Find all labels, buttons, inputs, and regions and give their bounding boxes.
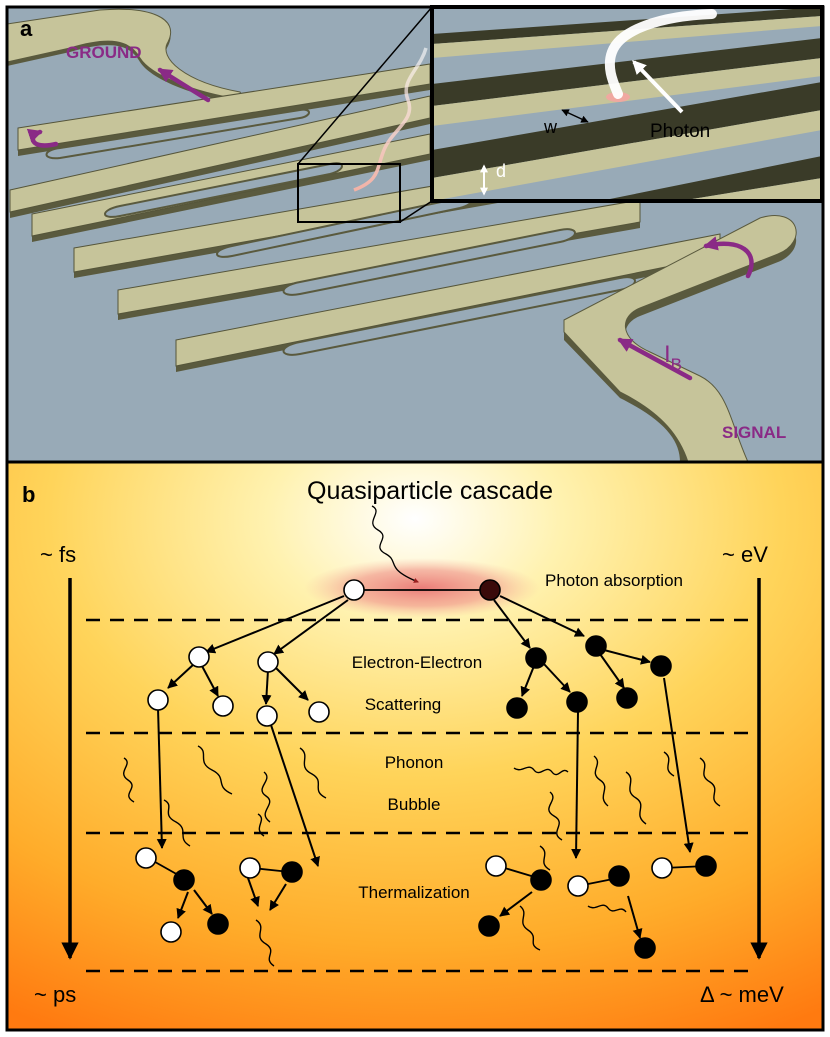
electron xyxy=(650,655,672,677)
electron xyxy=(478,915,500,937)
signal-label: SIGNAL xyxy=(722,423,786,442)
photon-pointer-arrow xyxy=(632,59,684,114)
primary-electron xyxy=(479,579,501,601)
electron xyxy=(616,687,638,709)
stage-ee-label-1: Electron-Electron xyxy=(352,653,482,672)
panel-b-title: Quasiparticle cascade xyxy=(307,477,553,505)
inset-zoom xyxy=(432,7,822,201)
incoming-photon xyxy=(371,505,419,583)
hole xyxy=(135,847,157,869)
projection-line-bottom xyxy=(399,200,433,223)
hole xyxy=(160,921,182,943)
hole xyxy=(188,646,210,668)
phonon-squiggles xyxy=(123,745,721,967)
stage-boundaries xyxy=(86,618,752,973)
time-bottom-label: ~ ps xyxy=(34,982,76,1007)
bias-current-symbol: I xyxy=(664,341,671,368)
nanowire-meander xyxy=(7,8,797,462)
current-arrows xyxy=(26,67,754,381)
hole xyxy=(257,651,279,673)
hole xyxy=(651,857,673,879)
stage-thermalization-label: Thermalization xyxy=(358,883,470,902)
electron xyxy=(525,647,547,669)
zoom-box xyxy=(297,163,401,223)
stage-phonon-label-1: Phonon xyxy=(385,753,444,772)
electron xyxy=(695,855,717,877)
bias-current-label: IB xyxy=(664,341,682,374)
signal-current-arrow xyxy=(617,337,693,381)
cascade-arrows xyxy=(156,595,694,939)
right-turn-arrow xyxy=(703,236,754,279)
electron xyxy=(566,691,588,713)
inset-photon-trace xyxy=(604,9,717,99)
thickness-label: d xyxy=(496,161,506,181)
electron xyxy=(634,937,656,959)
energy-top-label: ~ eV xyxy=(722,542,768,567)
stage-absorption-label: Photon absorption xyxy=(545,571,683,590)
meander-slots xyxy=(45,108,636,356)
electron xyxy=(608,865,630,887)
hole xyxy=(308,701,330,723)
panel-b-letter: b xyxy=(22,482,35,507)
panel-b-border xyxy=(5,460,825,1032)
hole xyxy=(256,705,278,727)
ground-label: GROUND xyxy=(66,43,142,62)
photon-label: Photon xyxy=(650,121,710,142)
hole xyxy=(239,857,261,879)
energy-bottom-label: Δ ~ meV xyxy=(700,982,784,1007)
width-arrow xyxy=(561,109,589,123)
photon-trace xyxy=(353,47,428,192)
electron xyxy=(281,861,303,883)
electron xyxy=(585,635,607,657)
projection-line-top xyxy=(297,6,433,165)
panel-a-letter: a xyxy=(20,16,33,41)
panel-b-background xyxy=(7,462,823,1030)
signal-pad-top xyxy=(563,215,797,462)
ground-current-arrow xyxy=(157,67,211,103)
bias-current-subscript: B xyxy=(671,355,682,374)
electron xyxy=(173,869,195,891)
hole xyxy=(212,695,234,717)
hole xyxy=(567,875,589,897)
panel-a: Photon w d a GROUND SIGNAL IB xyxy=(5,5,825,464)
electron xyxy=(506,697,528,719)
stage-phonon-label-2: Bubble xyxy=(388,795,441,814)
quasiparticles xyxy=(135,579,717,959)
hole xyxy=(485,855,507,877)
time-top-label: ~ fs xyxy=(40,542,76,567)
stage-ee-label-2: Scattering xyxy=(365,695,442,714)
hole xyxy=(147,689,169,711)
absorption-glow xyxy=(304,558,540,618)
electron xyxy=(207,913,229,935)
electron xyxy=(530,869,552,891)
left-turn-arrow xyxy=(26,128,59,148)
width-label: w xyxy=(543,117,558,137)
primary-hole xyxy=(343,579,365,601)
panel-b: b Quasiparticle cascade ~ fs ~ ps ~ eV Δ… xyxy=(5,460,825,1032)
